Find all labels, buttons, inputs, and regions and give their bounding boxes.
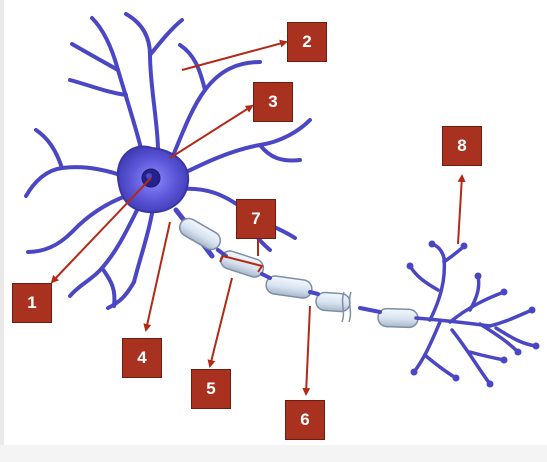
arrow-4 bbox=[143, 221, 171, 332]
arrow-8 bbox=[457, 174, 466, 245]
label-4: 4 bbox=[122, 338, 162, 378]
label-3: 3 bbox=[253, 82, 293, 122]
myelin-bracket bbox=[219, 254, 264, 273]
bottom-strip bbox=[0, 445, 547, 462]
arrow-6 bbox=[302, 305, 311, 396]
label-7: 7 bbox=[236, 199, 276, 239]
arrow-3 bbox=[169, 104, 254, 159]
label-1-text: 1 bbox=[27, 293, 37, 312]
label-5: 5 bbox=[191, 369, 231, 409]
myelin-sheath bbox=[178, 217, 419, 329]
label-1: 1 bbox=[12, 283, 52, 323]
cell-body bbox=[116, 145, 190, 214]
left-edge-strip bbox=[0, 0, 4, 462]
axon-terminals bbox=[408, 242, 538, 386]
label-5-text: 5 bbox=[206, 379, 216, 398]
label-4-text: 4 bbox=[137, 348, 147, 367]
nodes-of-ranvier bbox=[216, 248, 382, 314]
arrow-1 bbox=[50, 177, 152, 284]
label-6: 6 bbox=[285, 400, 325, 440]
pointer-arrows bbox=[50, 39, 466, 396]
arrow-2 bbox=[181, 39, 288, 71]
arrow-5 bbox=[207, 277, 233, 368]
label-3-text: 3 bbox=[268, 92, 278, 111]
label-2: 2 bbox=[287, 22, 327, 62]
label-7-text: 7 bbox=[251, 209, 261, 228]
label-8: 8 bbox=[442, 126, 482, 166]
myelin-segment bbox=[265, 275, 313, 299]
label-2-text: 2 bbox=[302, 32, 312, 51]
myelin-segment bbox=[178, 217, 222, 251]
terminal-knobs bbox=[406, 240, 540, 388]
label-8-text: 8 bbox=[457, 136, 467, 155]
myelin-segment bbox=[315, 291, 351, 313]
label-6-text: 6 bbox=[300, 410, 310, 429]
myelin-segment bbox=[377, 307, 419, 329]
axon-break bbox=[341, 291, 352, 323]
